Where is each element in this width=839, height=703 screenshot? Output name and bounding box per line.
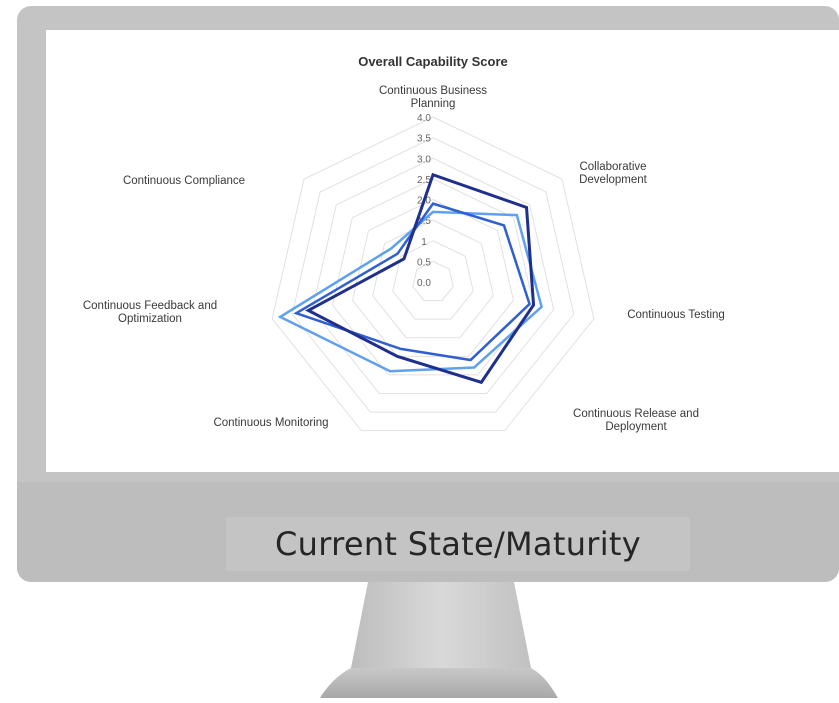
tick-label: 3.5: [417, 134, 431, 145]
chart-title: Overall Capability Score: [358, 54, 508, 69]
grid-ring: [372, 219, 494, 339]
axis-label: Continuous Compliance: [123, 175, 245, 187]
tick-label: 2.5: [417, 175, 431, 186]
grid-ring: [271, 116, 595, 432]
tick-label: 1: [421, 237, 427, 248]
grid-ring: [311, 157, 555, 394]
radar-chart: Overall Capability Score 0.00.511.52.02.…: [83, 54, 725, 433]
tick-label: 4.0: [417, 113, 431, 124]
tick-label: 0.5: [417, 257, 431, 268]
tick-label: 1.5: [417, 216, 431, 227]
series-line: [305, 172, 536, 385]
grid-ring: [352, 198, 514, 357]
axis-label: Continuous Monitoring: [213, 417, 328, 429]
tick-label: 3.0: [417, 154, 431, 165]
caption-box: Current State/Maturity: [226, 517, 690, 571]
series-line: [277, 210, 543, 373]
grid-ring: [412, 260, 454, 302]
caption-text: Current State/Maturity: [274, 525, 642, 563]
axis-label: Continuous Testing: [627, 309, 725, 321]
tick-label: 0.0: [417, 278, 431, 289]
series-line: [293, 202, 531, 362]
grid-ring: [291, 137, 575, 413]
grid-ring: [331, 178, 535, 376]
